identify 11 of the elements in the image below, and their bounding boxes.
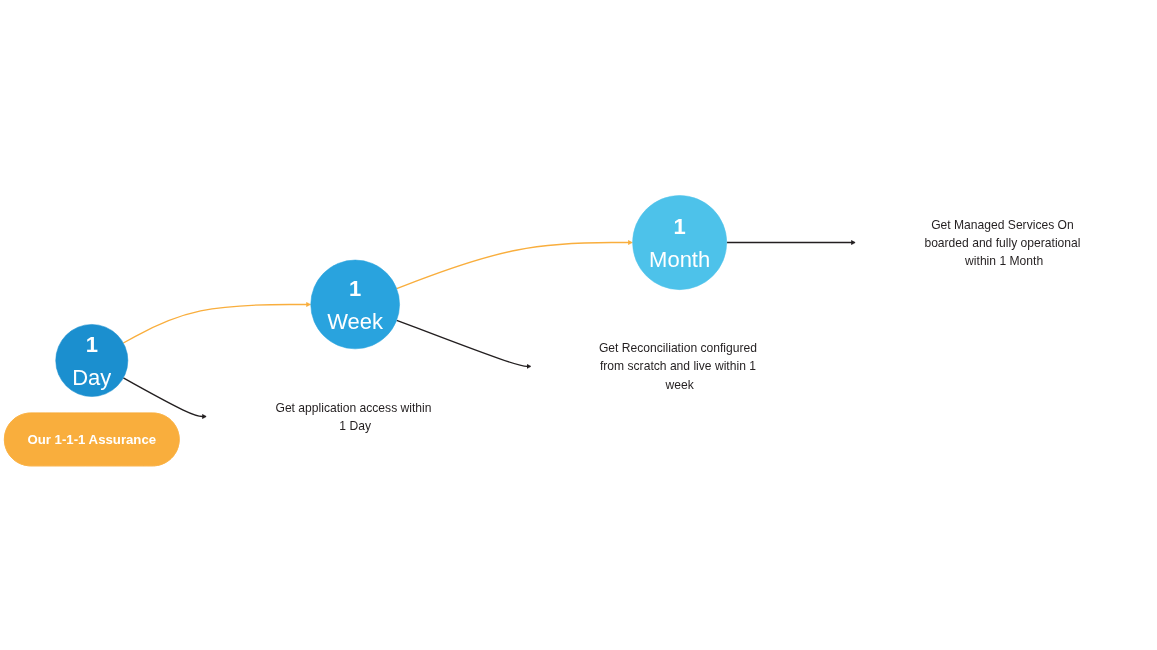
node-text: Get Reconciliation configured from scratch and live within 1 week	[598, 341, 757, 392]
node-text: Get Managed Services On boarded and fully operational within 1 Month	[924, 217, 1081, 268]
node-text: Get application access within 1 Day	[275, 400, 432, 433]
arrow	[396, 240, 633, 290]
node-circle: 1 Month	[632, 195, 727, 290]
arrow	[396, 319, 532, 369]
arrow	[122, 302, 311, 344]
node-circle: 1 Day	[55, 324, 129, 397]
arrow	[122, 377, 207, 419]
node-circle: 1 Week	[310, 259, 400, 350]
arrow	[726, 240, 856, 245]
